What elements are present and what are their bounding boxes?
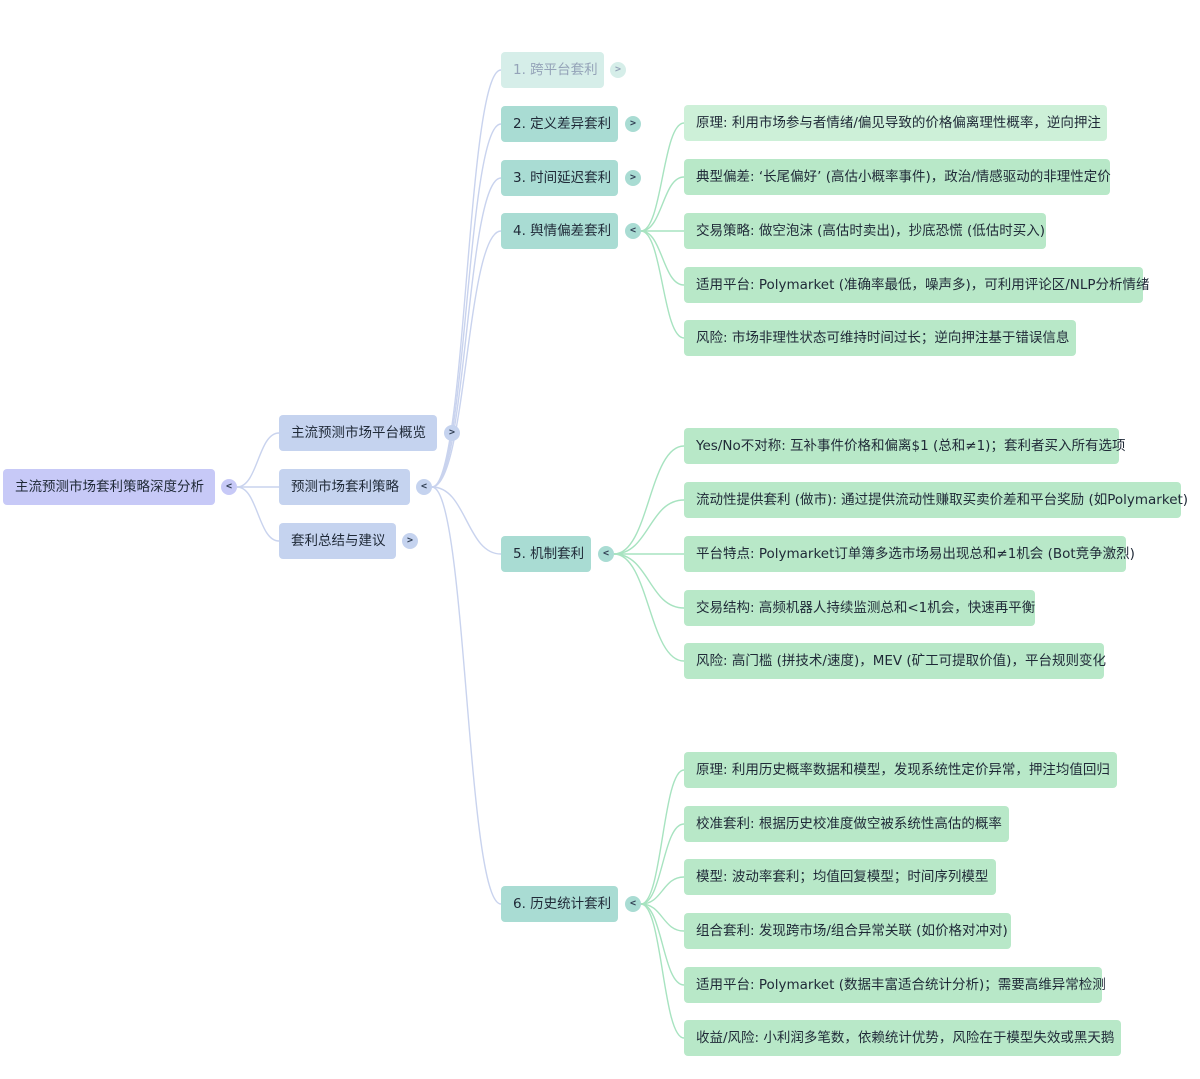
category-to-strategy-connector xyxy=(431,486,502,555)
strategy-to-detail-connector xyxy=(640,903,685,1039)
mechanism-collapse-toggle[interactable]: < xyxy=(598,546,614,562)
root-collapse-toggle[interactable]: < xyxy=(221,479,237,495)
historical-detail-return-risk[interactable]: 收益/风险: 小利润多笔数，依赖统计优势，风险在于模型失效或黑天鹅 xyxy=(684,1020,1121,1056)
sentiment-detail-principle[interactable]: 原理: 利用市场参与者情绪/偏见导致的价格偏离理性概率，逆向押注 xyxy=(684,105,1107,141)
historical-detail-principle[interactable]: 原理: 利用历史概率数据和模型，发现系统性定价异常，押注均值回归 xyxy=(684,752,1117,788)
strategy-to-detail-connector xyxy=(640,769,685,905)
strategy-to-detail-connector xyxy=(640,876,685,905)
time-delay-expand-toggle[interactable]: > xyxy=(625,170,641,186)
mechanism-detail-liquidity[interactable]: 流动性提供套利 (做市): 通过提供流动性赚取买卖价差和平台奖励 (如Polym… xyxy=(684,482,1188,518)
sentiment-detail-platform[interactable]: 适用平台: Polymarket (准确率最低，噪声多)，可利用评论区/NLP分… xyxy=(684,267,1150,303)
mechanism-detail-yes-no[interactable]: Yes/No不对称: 互补事件价格和偏离$1 (总和≠1)；套利者买入所有选项 xyxy=(684,428,1125,464)
mechanism-detail-risk[interactable]: 风险: 高门槛 (拼技术/速度)，MEV (矿工可提取价值)，平台规则变化 xyxy=(684,643,1106,679)
strategy-to-detail-connector xyxy=(640,903,685,932)
strategy-to-detail-connector xyxy=(640,823,685,905)
strategy-cross-platform[interactable]: 1. 跨平台套利 xyxy=(501,52,604,88)
strategy-to-detail-connector xyxy=(640,230,685,286)
strategy-definition-difference[interactable]: 2. 定义差异套利 xyxy=(501,106,618,142)
category-to-strategy-connector xyxy=(431,230,502,488)
summary-advice-expand-toggle[interactable]: > xyxy=(402,533,418,549)
sentiment-detail-typical-bias[interactable]: 典型偏差: ‘长尾偏好’ (高估小概率事件)，政治/情感驱动的非理性定价 xyxy=(684,159,1111,195)
strategy-to-detail-connector xyxy=(640,903,685,986)
node-platform-overview[interactable]: 主流预测市场平台概览 xyxy=(279,415,437,451)
strategy-mechanism[interactable]: 5. 机制套利 xyxy=(501,536,591,572)
cross-platform-expand-toggle[interactable]: > xyxy=(610,62,626,78)
historical-detail-portfolio[interactable]: 组合套利: 发现跨市场/组合异常关联 (如价格对冲对) xyxy=(684,913,1011,949)
node-summary-advice[interactable]: 套利总结与建议 xyxy=(279,523,396,559)
historical-detail-calibration[interactable]: 校准套利: 根据历史校准度做空被系统性高估的概率 xyxy=(684,806,1009,842)
category-to-strategy-connector xyxy=(431,123,502,488)
definition-difference-expand-toggle[interactable]: > xyxy=(625,116,641,132)
historical-detail-models[interactable]: 模型: 波动率套利；均值回复模型；时间序列模型 xyxy=(684,859,996,895)
strategy-to-detail-connector xyxy=(613,499,685,555)
root-node[interactable]: 主流预测市场套利策略深度分析 xyxy=(3,469,215,505)
category-to-strategy-connector xyxy=(431,486,502,905)
root-to-category-connector xyxy=(236,486,280,542)
strategy-to-detail-connector xyxy=(640,122,685,232)
sentiment-detail-risk[interactable]: 风险: 市场非理性状态可维持时间过长；逆向押注基于错误信息 xyxy=(684,320,1076,356)
historical-statistics-collapse-toggle[interactable]: < xyxy=(625,896,641,912)
strategy-to-detail-connector xyxy=(613,553,685,609)
sentiment-detail-trading-strategy[interactable]: 交易策略: 做空泡沫 (高估时卖出)，抄底恐慌 (低估时买入) xyxy=(684,213,1046,249)
mechanism-detail-structure[interactable]: 交易结构: 高频机器人持续监测总和<1机会，快速再平衡 xyxy=(684,590,1035,626)
strategy-to-detail-connector xyxy=(613,553,685,662)
strategy-to-detail-connector xyxy=(640,176,685,232)
mechanism-detail-platform[interactable]: 平台特点: Polymarket订单簿多选市场易出现总和≠1机会 (Bot竞争激… xyxy=(684,536,1135,572)
historical-detail-platform[interactable]: 适用平台: Polymarket (数据丰富适合统计分析)；需要高维异常检测 xyxy=(684,967,1106,1003)
platform-overview-expand-toggle[interactable]: > xyxy=(444,425,460,441)
node-arbitrage-strategies[interactable]: 预测市场套利策略 xyxy=(279,469,410,505)
strategy-historical-statistics[interactable]: 6. 历史统计套利 xyxy=(501,886,618,922)
strategy-time-delay[interactable]: 3. 时间延迟套利 xyxy=(501,160,618,196)
root-to-category-connector xyxy=(236,432,280,488)
strategy-to-detail-connector xyxy=(613,445,685,555)
strategy-to-detail-connector xyxy=(640,230,685,339)
category-to-strategy-connector xyxy=(431,177,502,488)
strategy-sentiment-bias[interactable]: 4. 舆情偏差套利 xyxy=(501,213,618,249)
sentiment-bias-collapse-toggle[interactable]: < xyxy=(625,223,641,239)
category-to-strategy-connector xyxy=(431,69,502,488)
arbitrage-strategies-collapse-toggle[interactable]: < xyxy=(416,479,432,495)
